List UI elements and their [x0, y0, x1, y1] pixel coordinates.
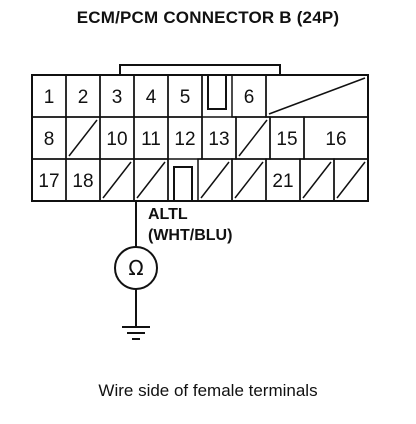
terminal-10-probe: 10 [99, 116, 135, 160]
connector-key-slot [167, 159, 198, 202]
terminal-label: 10 [106, 129, 127, 150]
terminal-label: 13 [208, 129, 229, 150]
terminal-empty [231, 158, 267, 202]
terminal-5: 5 [167, 74, 203, 118]
terminal-label: 21 [272, 171, 293, 192]
terminal-2: 2 [65, 74, 101, 118]
terminal-label: 4 [146, 87, 157, 108]
connector-key-slot [201, 74, 232, 117]
terminal-empty [65, 116, 101, 160]
terminal-label: 6 [244, 87, 255, 108]
terminal-label: 1 [44, 87, 55, 108]
terminal-empty [235, 116, 271, 160]
terminal-label: 16 [325, 129, 346, 150]
connector-title: ECM/PCM CONNECTOR B (24P) [76, 8, 340, 27]
terminal-3: 3 [99, 74, 135, 118]
ohm-symbol: Ω [128, 256, 143, 280]
terminal-18: 18 [65, 158, 101, 202]
terminal-empty [333, 158, 369, 202]
terminal-21: 21 [265, 158, 301, 202]
wire-name-label: ALTL [148, 206, 188, 223]
terminal-label: 12 [174, 129, 195, 150]
terminal-13: 13 [201, 116, 237, 160]
terminal-16: 16 [303, 116, 369, 160]
terminal-empty [133, 158, 169, 202]
ohmmeter-icon: Ω [114, 246, 158, 290]
terminal-15: 15 [269, 116, 305, 160]
terminal-8: 8 [31, 116, 67, 160]
terminal-label: 8 [44, 129, 55, 150]
terminal-17: 17 [31, 158, 67, 202]
terminal-12: 12 [167, 116, 203, 160]
terminal-empty [197, 158, 233, 202]
terminal-6: 6 [231, 74, 267, 118]
ground-icon [122, 326, 150, 340]
terminal-empty [99, 158, 135, 202]
terminal-label: 5 [180, 87, 191, 108]
terminal-label: 2 [78, 87, 89, 108]
terminal-label: 11 [141, 129, 161, 150]
terminal-11: 11 [133, 116, 169, 160]
diagram-caption: Wire side of female terminals [98, 381, 318, 400]
terminal-label: 17 [38, 171, 59, 192]
terminal-empty [265, 74, 369, 118]
terminal-4: 4 [133, 74, 169, 118]
wire-color-label: (WHT/BLU) [148, 227, 232, 244]
terminal-empty [299, 158, 335, 202]
terminal-label: 3 [112, 87, 123, 108]
terminal-label: 18 [72, 171, 93, 192]
terminal-1: 1 [31, 74, 67, 118]
connector-lock-tab [32, 64, 368, 76]
terminal-label: 15 [276, 129, 297, 150]
